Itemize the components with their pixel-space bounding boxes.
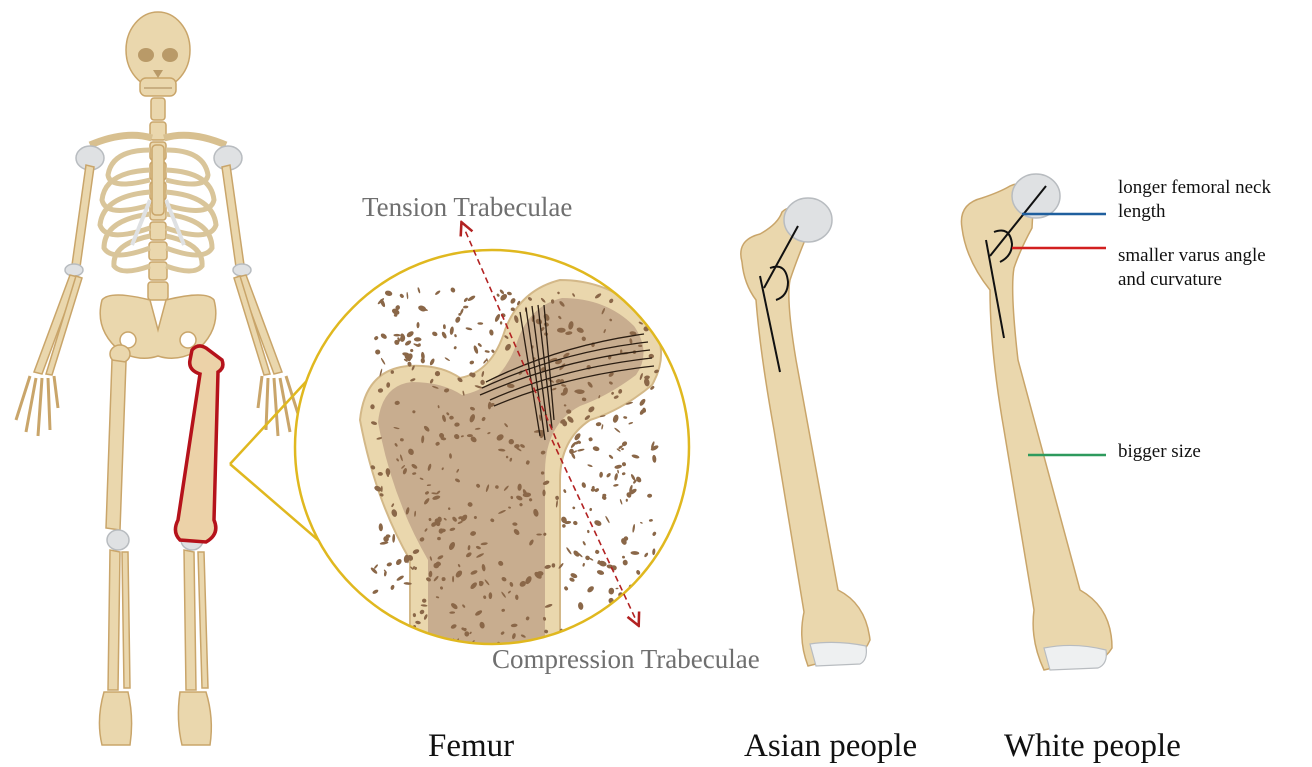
trabecular-spot <box>644 628 652 637</box>
trabecular-spot <box>470 654 478 658</box>
trabecular-spot <box>636 587 644 592</box>
neck-length-annotation: longer femoral neck length <box>1118 176 1271 224</box>
trabecular-spot <box>615 636 620 641</box>
trabecular-spot <box>536 534 542 536</box>
compression-trabeculae-label: Compression Trabeculae <box>492 644 760 675</box>
skull <box>126 12 190 96</box>
white-people-caption: White people <box>1004 728 1181 765</box>
tension-trabeculae-label: Tension Trabeculae <box>362 192 572 223</box>
right-leg <box>99 345 131 745</box>
varus-angle-line-1: smaller varus angle <box>1118 244 1266 268</box>
varus-angle-line-2: and curvature <box>1118 268 1266 292</box>
trabecular-spot <box>652 594 658 600</box>
trabecular-spot <box>644 581 651 589</box>
trabecular-spot <box>644 290 650 296</box>
trabecular-spot <box>633 298 642 307</box>
femur-caption: Femur <box>428 728 514 765</box>
trabecular-spot <box>573 630 576 636</box>
trabecular-spot <box>452 576 454 583</box>
trabecular-spot <box>649 299 656 309</box>
trabecular-spot <box>423 637 426 643</box>
trabecular-spot <box>655 294 658 297</box>
trabecular-spot <box>500 321 502 324</box>
trabecular-spot <box>412 647 416 653</box>
varus-angle-annotation: smaller varus angle and curvature <box>1118 244 1266 292</box>
trabecular-spot <box>649 290 652 294</box>
neck-length-line-2: length <box>1118 200 1271 224</box>
trabecular-spot <box>506 456 508 459</box>
trabecular-spot <box>542 489 545 496</box>
bigger-size-annotation: bigger size <box>1118 440 1201 464</box>
asian-femur <box>741 198 870 666</box>
trabecular-spot <box>389 654 393 657</box>
left-leg <box>178 530 211 745</box>
trabecular-spot <box>375 656 380 659</box>
trabecular-spot <box>602 494 606 497</box>
trabecular-spot <box>447 651 453 657</box>
trabecular-spot <box>397 638 401 643</box>
neck-length-line-1: longer femoral neck <box>1118 176 1271 200</box>
trabecular-spot <box>598 635 604 642</box>
trabecular-spot <box>399 648 406 651</box>
white-femur <box>961 174 1112 670</box>
right-arm <box>16 165 94 436</box>
trabecular-spot <box>381 486 383 492</box>
asian-people-caption: Asian people <box>744 728 917 765</box>
trabecular-spot <box>557 328 566 333</box>
trabecular-spot <box>448 643 451 648</box>
trabecular-spot <box>590 628 596 633</box>
skeleton <box>16 12 300 745</box>
trabecular-spot <box>639 585 644 590</box>
left-arm <box>222 165 300 436</box>
trabecular-spot <box>610 615 619 624</box>
trabecular-spot <box>563 631 567 636</box>
trabecular-spot <box>464 631 469 636</box>
trabecular-spot <box>379 625 388 628</box>
trabecular-spot <box>553 635 558 640</box>
highlighted-femur <box>175 346 222 542</box>
femoral-head-cross-section <box>295 228 689 662</box>
